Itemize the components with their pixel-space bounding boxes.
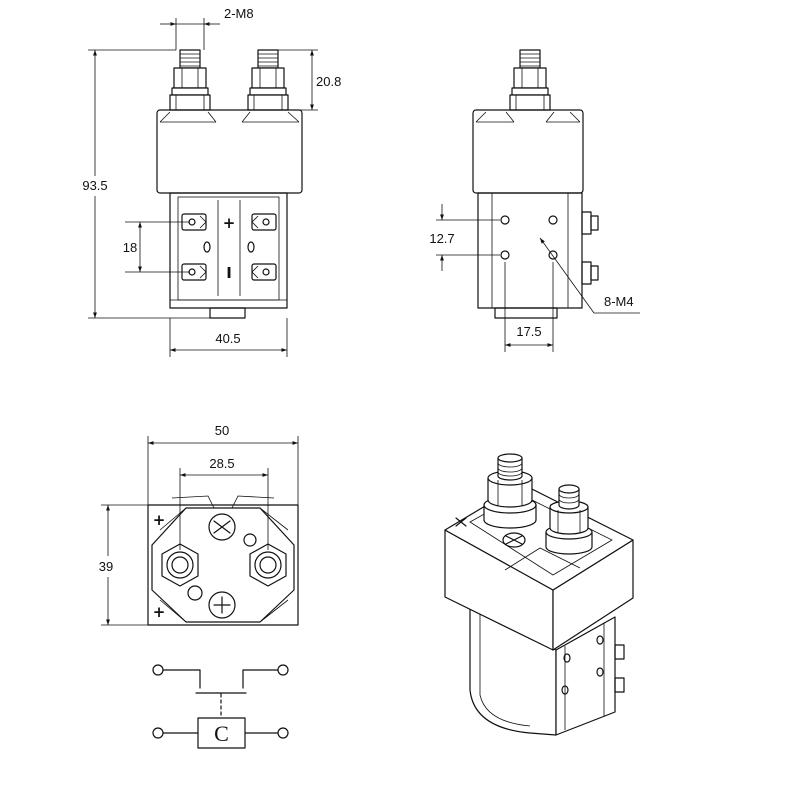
hole-spacing-horizontal-label: 17.5 bbox=[516, 324, 541, 339]
screw-label: 8-M4 bbox=[604, 294, 634, 309]
dim-front-width: 40.5 bbox=[169, 318, 288, 357]
iso-coil-section bbox=[469, 597, 625, 736]
mount-hole bbox=[548, 215, 558, 225]
terminal-height-label: 20.8 bbox=[316, 74, 341, 89]
top-screw-lower bbox=[208, 591, 236, 619]
top-width-label: 50 bbox=[215, 423, 229, 438]
top-plus-upper: + bbox=[153, 511, 166, 529]
iso-terminal-front bbox=[545, 484, 593, 555]
front-plus-sign: + bbox=[223, 214, 236, 232]
dim-terminal-height: 20.8 bbox=[278, 49, 341, 111]
top-depth-label: 39 bbox=[99, 559, 113, 574]
front-view: + I 2-M8 93.5 20.8 18 bbox=[82, 6, 341, 357]
top-plus-lower: + bbox=[153, 603, 166, 621]
mount-hole bbox=[548, 250, 558, 260]
side-foot bbox=[494, 307, 558, 319]
top-screw-upper bbox=[208, 513, 236, 541]
overall-height-label: 93.5 bbox=[82, 178, 107, 193]
top-terminal-right bbox=[249, 543, 287, 587]
front-terminal-left bbox=[169, 49, 211, 111]
terminal-spacing-label: 28.5 bbox=[209, 456, 234, 471]
iso-terminal-back bbox=[483, 453, 537, 529]
front-minus-sign: I bbox=[226, 264, 232, 282]
mount-hole bbox=[500, 250, 510, 260]
schematic-symbol: C bbox=[152, 664, 289, 749]
front-width-label: 40.5 bbox=[215, 331, 240, 346]
side-view: 12.7 17.5 8-M4 bbox=[429, 49, 640, 352]
front-housing bbox=[156, 109, 303, 194]
dim-terminal-spacing: 28.5 bbox=[179, 456, 269, 550]
mount-hole bbox=[500, 215, 510, 225]
dim-hole-spacing-horizontal: 17.5 bbox=[504, 262, 554, 352]
leader-screw: 8-M4 bbox=[539, 237, 640, 314]
top-view: + + 50 28.5 39 bbox=[99, 423, 299, 626]
coil-label: C bbox=[214, 721, 229, 746]
terminal-spacing-vertical-label: 18 bbox=[123, 240, 137, 255]
top-housing-octagon bbox=[151, 507, 295, 623]
dim-overall-height: 93.5 bbox=[82, 49, 210, 319]
dim-top-depth: 39 bbox=[99, 504, 148, 626]
hole-spacing-vertical-label: 12.7 bbox=[429, 231, 454, 246]
isometric-view bbox=[444, 453, 634, 736]
front-terminal-right bbox=[247, 49, 289, 111]
front-coil-section: + I bbox=[169, 192, 288, 309]
side-coil-section bbox=[477, 192, 599, 309]
dim-terminal-spacing-vertical: 18 bbox=[123, 221, 190, 273]
thread-label: 2-M8 bbox=[224, 6, 254, 21]
dim-thread: 2-M8 bbox=[160, 6, 254, 50]
dim-hole-spacing-vertical: 12.7 bbox=[429, 204, 500, 271]
dim-top-width: 50 bbox=[147, 423, 299, 505]
top-terminal-left bbox=[161, 543, 199, 587]
side-housing bbox=[472, 109, 584, 194]
front-foot bbox=[209, 307, 246, 319]
top-outline bbox=[147, 504, 299, 626]
side-terminal bbox=[509, 49, 551, 111]
